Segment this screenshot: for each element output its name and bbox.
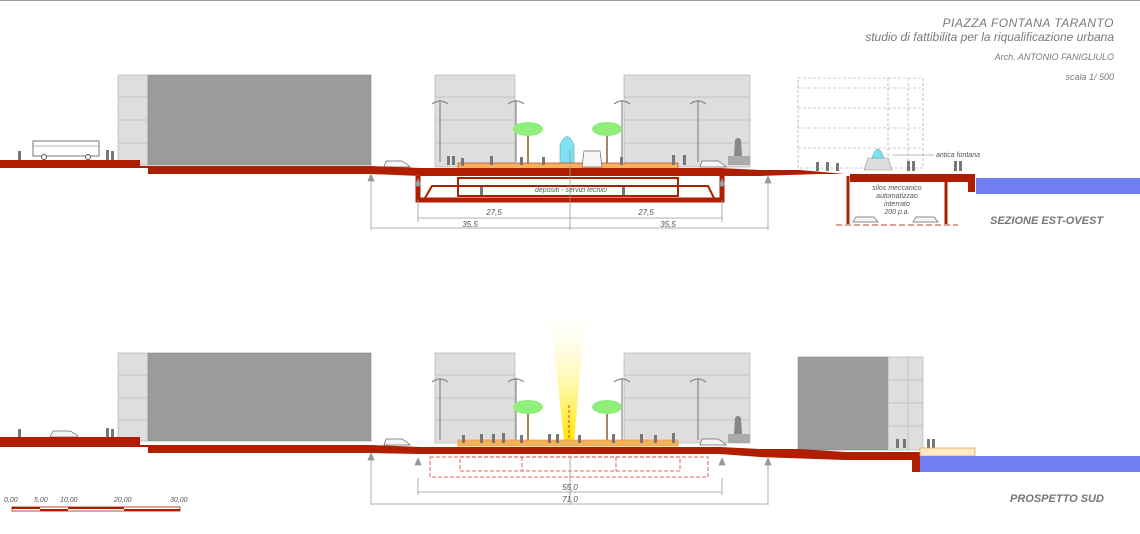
building-center-right [623, 74, 751, 168]
title-block: PIAZZA FONTANA TARANTO studio di fattibi… [865, 16, 1114, 82]
tree-lower-right [592, 400, 622, 440]
building-left-front-lower [117, 352, 149, 442]
central-fountain-upper [559, 136, 575, 169]
building-outline-dashed [797, 77, 924, 169]
scale-tick-20: 20,00 [113, 497, 132, 504]
underground-outline-lower [429, 456, 709, 478]
street-lamps-upper [431, 100, 707, 162]
bus-icon [32, 140, 100, 160]
silos-label-line3: interrato [884, 201, 910, 208]
lower-section: 55,0 71,0 [0, 312, 1140, 505]
car-icon [383, 438, 411, 446]
street-lamps-lower [431, 378, 707, 440]
antica-fontana-label: antica fontana [936, 152, 980, 159]
building-right-lower [797, 356, 889, 451]
scale-tick-5: 5,00 [34, 497, 48, 504]
scale-tick-0: 0,00 [4, 497, 18, 504]
dimension-lines-lower [371, 491, 768, 505]
grid-markers-upper [367, 150, 772, 230]
project-title: PIAZZA FONTANA TARANTO [942, 16, 1114, 30]
tree-upper-right [592, 122, 622, 163]
dim-left-outer: 35,5 [462, 220, 478, 229]
silos-label-line4: 200 p.a. [883, 209, 909, 216]
upper-section: antica fontana depositi - servizi tecnic… [0, 74, 1140, 230]
section-label-prospetto-sud: PROSPETTO SUD [1010, 493, 1104, 505]
car-icon [49, 430, 79, 438]
statue-icon [728, 138, 750, 165]
architect-name: Arch. ANTONIO FANIGLIULO [994, 52, 1114, 62]
water-lower [920, 456, 1140, 472]
car-icon [912, 216, 939, 223]
building-left-block-lower [147, 352, 372, 442]
project-subtitle: studio di fattibilita per la riqualifica… [865, 30, 1114, 44]
building-left-block [147, 74, 372, 166]
ground-section-upper [0, 160, 975, 192]
depositi-label: depositi - servizi tecnici [535, 187, 607, 194]
antica-fontana-icon [863, 148, 934, 171]
quay-lower [919, 447, 976, 457]
people-upper [18, 150, 962, 195]
car-icon [699, 160, 727, 168]
silos-label-line1: silos meccanico [872, 185, 922, 192]
drawing-scale: scala 1/ 500 [1065, 72, 1114, 82]
ground-section-lower [0, 437, 920, 472]
plaza-deck-lower [457, 439, 679, 447]
silos-structure [846, 176, 948, 224]
scale-bar: 0,00 5,00 10,00 20,00 30,00 [4, 497, 188, 512]
scale-tick-10: 10,00 [60, 497, 78, 504]
dim-lower-outer: 71,0 [562, 495, 578, 504]
dim-lower-inner: 55,0 [562, 483, 578, 492]
car-icon [852, 216, 879, 223]
dimension-lines-upper [371, 217, 768, 229]
statue-icon-lower [728, 416, 750, 443]
people-lower [18, 428, 935, 449]
water-upper [976, 178, 1140, 194]
dim-right-inner: 27,5 [637, 208, 654, 217]
building-center-left [434, 74, 516, 168]
car-icon [699, 438, 727, 446]
grid-markers-lower [367, 451, 772, 505]
tree-lower-left [513, 400, 543, 440]
dim-right-outer: 35,5 [660, 220, 676, 229]
scale-tick-30: 30,00 [170, 497, 188, 504]
building-right-side-lower [887, 356, 924, 451]
silos-label-line2: automatizzao [876, 193, 918, 200]
tree-upper-left [513, 122, 543, 163]
dim-left-inner: 27,5 [485, 208, 502, 217]
light-beam [550, 312, 586, 440]
van-icon [581, 150, 603, 168]
car-icon [383, 160, 411, 168]
section-label-est-ovest: SEZIONE EST-OVEST [990, 215, 1104, 227]
